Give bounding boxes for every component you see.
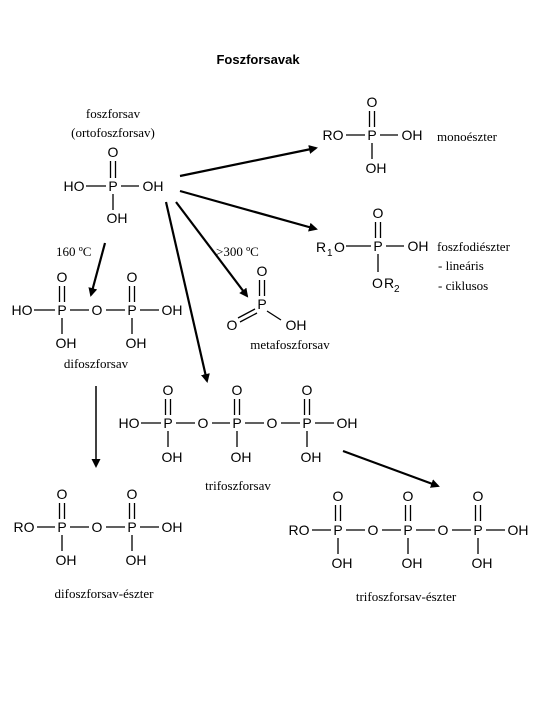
- svg-text:P: P: [473, 522, 482, 538]
- svg-text:HO: HO: [64, 178, 85, 194]
- svg-text:P: P: [373, 238, 382, 254]
- svg-text:HO: HO: [119, 415, 140, 431]
- svg-text:RO: RO: [323, 127, 344, 143]
- svg-text:P: P: [57, 302, 66, 318]
- arrow-to-triphosphoric-ester: [342, 449, 440, 488]
- phosphodiester-structure: O R 1 O P OH O R 2: [316, 205, 429, 295]
- svg-text:P: P: [232, 415, 241, 431]
- svg-text:OH: OH: [366, 160, 387, 176]
- svg-text:OH: OH: [508, 522, 529, 538]
- svg-text:O: O: [57, 486, 68, 502]
- diphosphoric-ester-label: difoszforsav-észter: [55, 586, 155, 601]
- svg-text:OH: OH: [107, 210, 128, 226]
- svg-text:O: O: [267, 415, 278, 431]
- triphosphoric-acid-label: trifoszforsav: [205, 478, 271, 493]
- svg-text:O: O: [302, 382, 313, 398]
- svg-text:OH: OH: [126, 335, 147, 351]
- svg-text:O: O: [367, 94, 378, 110]
- arrow-to-triphosphoric-acid: [164, 201, 210, 383]
- monoester-label: monoészter: [437, 129, 498, 144]
- triphosphoric-ester-label: trifoszforsav-észter: [356, 589, 457, 604]
- svg-text:O: O: [438, 522, 449, 538]
- orthophosphoric-acid-name: foszforsav: [86, 106, 141, 121]
- svg-text:RO: RO: [14, 519, 35, 535]
- arrow-to-metaphosphoric-acid: [175, 201, 249, 298]
- phosphodiester-label: foszfodiészter: [437, 239, 511, 254]
- orthophosphoric-acid-structure: O HO P OH OH: [64, 144, 164, 226]
- svg-text:P: P: [403, 522, 412, 538]
- svg-text:P: P: [127, 302, 136, 318]
- triphosphoric-acid-structure: O O O HO P O P O P OH OH OH OH: [119, 382, 358, 465]
- svg-text:OH: OH: [337, 415, 358, 431]
- phosphodiester-linear-label: - lineáris: [438, 258, 484, 273]
- svg-text:P: P: [57, 519, 66, 535]
- svg-text:OH: OH: [402, 127, 423, 143]
- svg-text:O: O: [227, 317, 238, 333]
- svg-text:O: O: [257, 263, 268, 279]
- svg-text:OH: OH: [162, 302, 183, 318]
- svg-text:OH: OH: [332, 555, 353, 571]
- svg-text:O: O: [127, 486, 138, 502]
- svg-text:P: P: [127, 519, 136, 535]
- svg-text:OH: OH: [408, 238, 429, 254]
- triphosphoric-ester-structure: O O O RO P O P O P OH OH OH OH: [289, 488, 529, 571]
- arrow-to-monoester: [179, 145, 318, 178]
- monoester-structure: O RO P OH OH: [323, 94, 423, 176]
- svg-text:O: O: [473, 488, 484, 504]
- svg-text:OH: OH: [402, 555, 423, 571]
- svg-text:O: O: [198, 415, 209, 431]
- diphosphoric-ester-structure: O O RO P O P OH OH OH: [14, 486, 183, 568]
- svg-text:O: O: [127, 269, 138, 285]
- svg-text:1: 1: [327, 248, 333, 259]
- arrow-to-phosphodiester: [179, 189, 318, 232]
- svg-text:OH: OH: [301, 449, 322, 465]
- svg-text:O: O: [373, 205, 384, 221]
- svg-text:OH: OH: [56, 335, 77, 351]
- svg-text:OH: OH: [143, 178, 164, 194]
- svg-text:P: P: [333, 522, 342, 538]
- svg-text:OH: OH: [231, 449, 252, 465]
- svg-text:O: O: [57, 269, 68, 285]
- svg-text:OH: OH: [286, 317, 307, 333]
- svg-text:P: P: [367, 127, 376, 143]
- svg-text:O: O: [333, 488, 344, 504]
- svg-text:OH: OH: [472, 555, 493, 571]
- svg-text:O: O: [368, 522, 379, 538]
- diagram-title: Foszforsavak: [216, 52, 300, 67]
- orthophosphoric-acid-alt-name: (ortofoszforsav): [71, 125, 155, 140]
- svg-text:O: O: [163, 382, 174, 398]
- svg-text:OH: OH: [56, 552, 77, 568]
- metaphosphoric-acid-structure: O P O OH: [227, 263, 307, 333]
- svg-text:O: O: [232, 382, 243, 398]
- svg-text:R: R: [384, 275, 394, 291]
- svg-text:RO: RO: [289, 522, 310, 538]
- phosphodiester-cyclic-label: - ciklusos: [438, 278, 488, 293]
- svg-text:OH: OH: [162, 519, 183, 535]
- diphosphoric-acid-label: difoszforsav: [64, 356, 129, 371]
- svg-text:O: O: [372, 275, 383, 291]
- svg-text:O: O: [334, 239, 345, 255]
- arrow-to-diphosphoric-acid: [88, 242, 107, 297]
- svg-text:P: P: [257, 296, 266, 312]
- diphosphoric-acid-structure: O O HO P O P OH OH OH: [12, 269, 183, 351]
- svg-text:O: O: [403, 488, 414, 504]
- temperature-label-300: >300 ºC: [216, 244, 259, 259]
- svg-text:O: O: [92, 519, 103, 535]
- svg-text:O: O: [108, 144, 119, 160]
- svg-text:OH: OH: [126, 552, 147, 568]
- svg-text:P: P: [108, 178, 117, 194]
- svg-text:P: P: [302, 415, 311, 431]
- svg-text:R: R: [316, 239, 326, 255]
- metaphosphoric-acid-label: metafoszforsav: [250, 337, 330, 352]
- svg-text:HO: HO: [12, 302, 33, 318]
- temperature-label-160: 160 ºC: [56, 244, 91, 259]
- svg-text:OH: OH: [162, 449, 183, 465]
- svg-text:O: O: [92, 302, 103, 318]
- svg-text:P: P: [163, 415, 172, 431]
- svg-text:2: 2: [394, 284, 400, 295]
